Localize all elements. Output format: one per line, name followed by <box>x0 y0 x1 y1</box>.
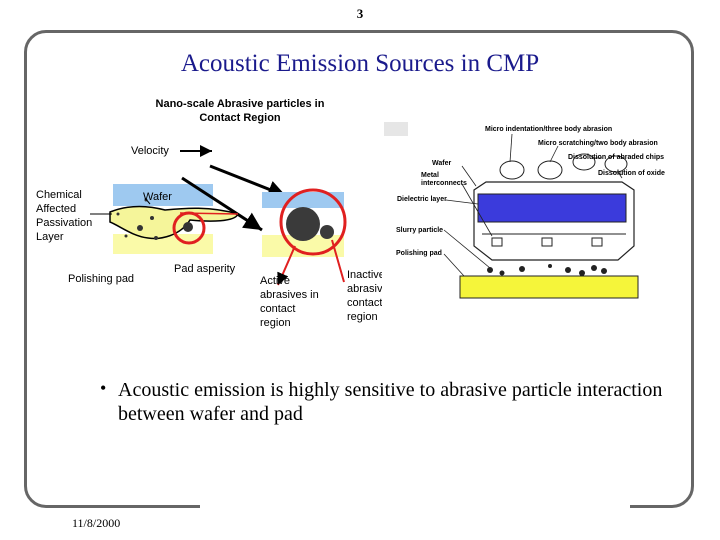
inactive-pointer <box>331 239 345 283</box>
bullet-dot: • <box>100 378 107 398</box>
label-micro-scratching: Micro scratching/two body abrasion <box>538 140 658 147</box>
wafer-slab <box>113 184 213 206</box>
leader-line <box>144 197 151 205</box>
pad-slab <box>113 234 213 254</box>
metal-interconnect <box>591 237 603 247</box>
leader-lines <box>443 133 623 277</box>
pad-block <box>459 275 639 299</box>
active-pointer <box>277 245 296 286</box>
active-abrasive <box>286 207 320 241</box>
page-number: 3 <box>356 6 364 21</box>
slide-title: Acoustic Emission Sources in CMP <box>180 50 540 77</box>
frame-gap <box>200 500 630 514</box>
particle <box>154 236 158 240</box>
wafer-outline <box>473 181 635 261</box>
particle <box>183 222 193 232</box>
connector-line <box>179 212 239 215</box>
abrasion-mechanism-diagram <box>382 118 654 308</box>
wafer-label: Wafer <box>143 191 172 203</box>
label-polishing-pad: Polishing pad <box>396 250 442 257</box>
wafer-block <box>477 193 627 223</box>
label-dissolution-chips: Dissolution of abraded chips <box>568 154 665 161</box>
chemical-layer-label: Chemical Affected Passivation Layer <box>36 189 93 243</box>
active-abrasives-label: Active abrasives in contact region <box>260 275 319 329</box>
label-wafer: Wafer <box>432 160 452 167</box>
particle <box>116 212 120 216</box>
label-dielectric-layer: Dielectric layer <box>397 196 447 203</box>
footer-date: 11/8/2000 <box>72 516 121 530</box>
metal-interconnect <box>491 237 503 247</box>
zoom-arrow <box>181 176 263 232</box>
metal-interconnect <box>541 237 553 247</box>
zoom-arrow <box>209 164 287 198</box>
bullet-text: Acoustic emission is highly sensitive to… <box>118 379 663 425</box>
zoom-highlight-circle <box>279 188 347 256</box>
pad-asperity-label: Pad asperity <box>174 263 236 275</box>
label-slurry-particle: Slurry particle <box>396 227 444 234</box>
zoom-wafer <box>262 192 344 208</box>
label-metal-interconnects: Metal interconnects <box>421 172 467 187</box>
velocity-label: Velocity <box>131 145 169 157</box>
label-dissolution-oxide: Dissolution of oxide <box>598 170 665 177</box>
polishing-pad-label: Polishing pad <box>68 273 135 285</box>
particle <box>150 216 154 220</box>
particle <box>124 234 128 238</box>
mechanism-icons <box>499 153 628 180</box>
diagram-subtitle: Nano-scale Abrasive particles in Contact… <box>155 98 325 124</box>
label-micro-indentation: Micro indentation/three body abrasion <box>485 126 613 133</box>
inactive-abrasive <box>320 225 334 239</box>
slurry-particles <box>487 264 607 276</box>
particle <box>137 225 143 231</box>
